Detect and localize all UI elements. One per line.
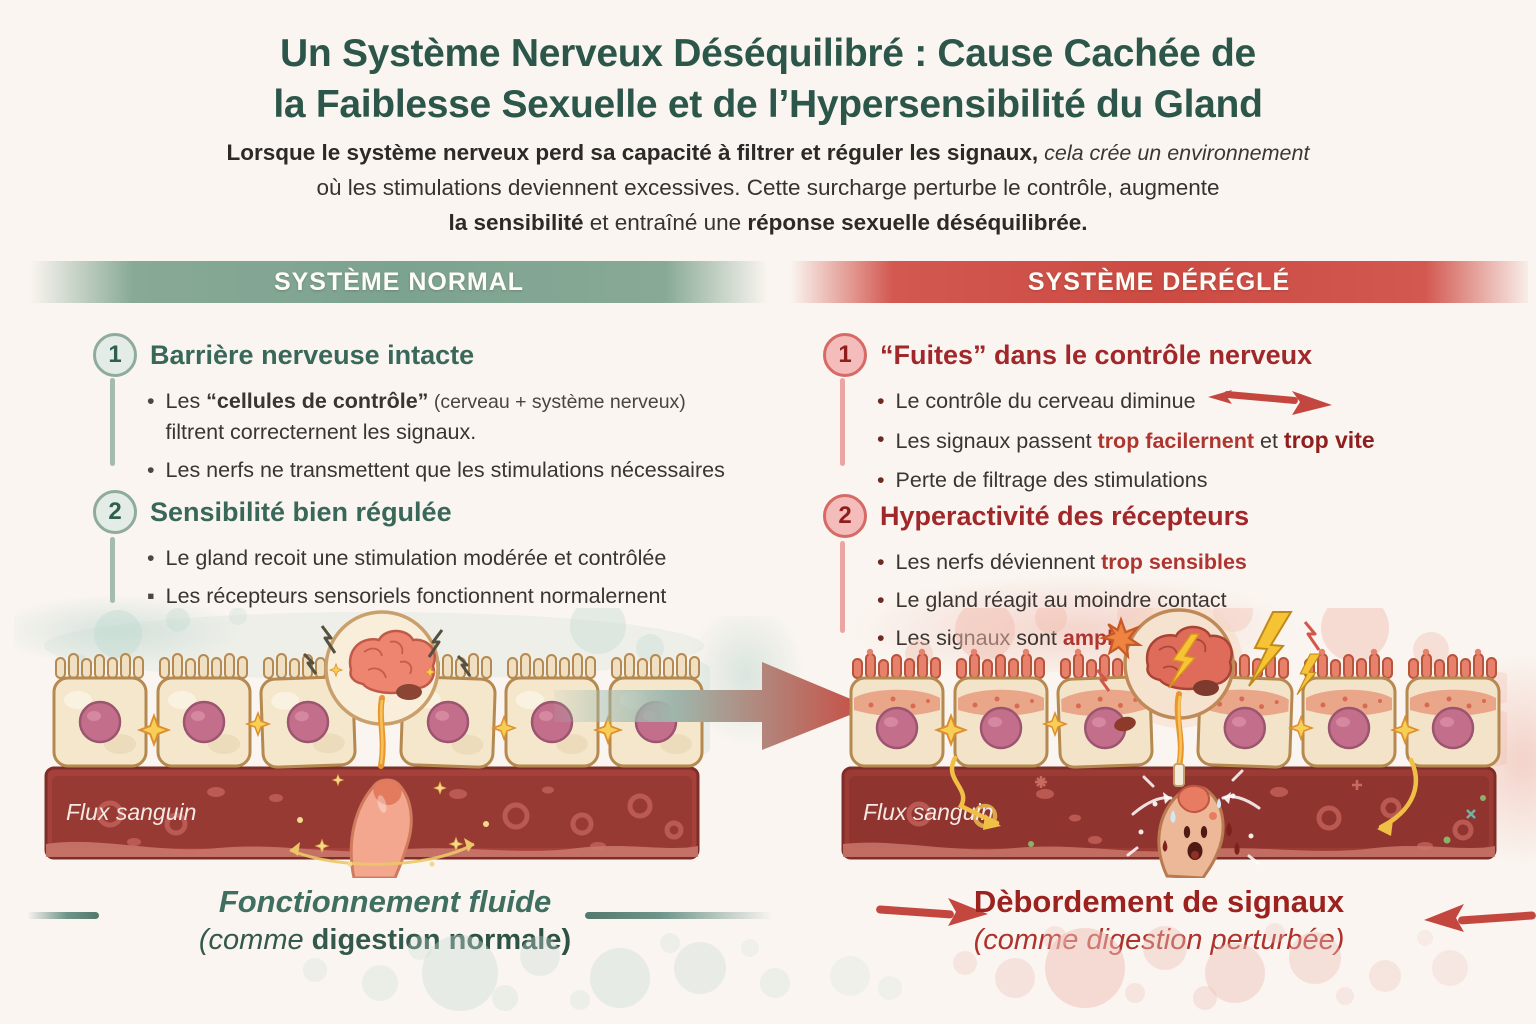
bullet-dot: • <box>877 467 885 492</box>
list-item: • Le contrôle du cerveau diminue <box>877 386 1503 417</box>
intro-line1: Lorsque le système nerveux perd sa capac… <box>226 140 1310 165</box>
list-item: •Les nerfs déviennent trop sensibles <box>877 547 1503 578</box>
bullet-dot: • <box>147 389 155 413</box>
bullet-dot: • <box>147 546 155 570</box>
column-header-normal: SYSTÈME NORMAL <box>30 261 768 303</box>
list-item: • Les nerfs ne transmettent que les stim… <box>147 455 743 486</box>
number-badge: 2 <box>823 494 867 538</box>
caption-line2: (comme digestion perturbée) <box>973 924 1345 956</box>
page-title: Un Système Nerveux Déséquilibré : Cause … <box>0 28 1536 131</box>
normal-illustration: Flux sanguin <box>44 608 710 878</box>
normal-section-2: 2 Sensibilité bien régulée •Le gland rec… <box>93 490 743 619</box>
distressed-gland-icon <box>1157 784 1240 878</box>
caption-dash-right <box>585 912 773 919</box>
divider-line <box>110 537 115 603</box>
caption-line1: Dèbordement de signaux <box>973 884 1345 919</box>
section-title: Hyperactivité des récepteurs <box>880 500 1250 531</box>
bullet-dot: • <box>147 458 155 483</box>
divider-line <box>840 541 845 633</box>
list-item: •Perte de filtrage des stimulations <box>877 465 1503 496</box>
number-badge: 1 <box>823 333 867 377</box>
section-title: Sensibilité bien régulée <box>150 496 452 527</box>
caption-line2: (comme digestion normale) <box>198 924 572 956</box>
intro-line3: la sensibilité et entraîné une réponse s… <box>448 209 1088 235</box>
gland-icon <box>349 778 413 878</box>
deregle-section-1: 1 “Fuites” dans le contrôle nerveux • Le… <box>823 333 1503 503</box>
bullet-dot: • <box>877 389 885 413</box>
bullet-dot: • <box>877 626 885 651</box>
column-header-deregle: SYSTÈME DÉRÉGLÉ <box>790 261 1528 303</box>
inward-arrow-left-icon <box>876 898 988 926</box>
number-badge: 1 <box>93 333 137 377</box>
list-item: • Les signaux passent trop facilernent e… <box>877 424 1503 457</box>
section-title: “Fuites” dans le contrôle nerveux <box>880 339 1313 370</box>
bullet-dot: • <box>877 588 885 613</box>
section-title: Barrière nerveuse intacte <box>150 339 475 370</box>
list-item: •Le gland recoit une stimulation modérée… <box>147 543 743 574</box>
deregle-caption: Dèbordement de signaux (comme digestion … <box>800 884 1518 957</box>
lightning-bolt-icon <box>302 625 472 677</box>
intro-line2: où les stimulations deviennent excessive… <box>316 174 1220 200</box>
bullet-dot: • <box>877 427 885 452</box>
caption-dash-left <box>27 912 99 919</box>
list-item: • Les “cellules de contrôle” (cerveau + … <box>147 386 743 448</box>
double-arrow-icon <box>1207 390 1332 415</box>
bullet-dot: ▪ <box>147 584 155 609</box>
bullet-dot: • <box>877 550 885 574</box>
divider-line <box>110 378 115 466</box>
caption-line1: Fonctionnement fluide <box>218 884 552 919</box>
glow-sparkles <box>289 774 489 867</box>
brain-icon <box>324 610 440 769</box>
title-line2: la Faiblesse Sexuelle et de l’Hypersensi… <box>273 83 1263 127</box>
flux-sanguin-label: Flux sanguin <box>66 799 196 825</box>
inward-arrow-right-icon <box>1424 904 1536 932</box>
title-line1: Un Système Nerveux Déséquilibré : Cause … <box>280 32 1256 75</box>
lightning-bolt-icon <box>1095 611 1321 696</box>
list-item: ▪Les récepteurs sensoriels fonctionnent … <box>147 581 743 612</box>
intro-text: Lorsque le système nerveux perd sa capac… <box>0 136 1536 241</box>
normal-caption: Fonctionnement fluide (comme digestion n… <box>30 884 740 957</box>
deregle-illustration: Flux sanguin <box>841 608 1507 878</box>
brain-overload-icon <box>1123 608 1235 787</box>
number-badge: 2 <box>93 490 137 534</box>
normal-section-1: 1 Barrière nerveuse intacte • Les “cellu… <box>93 333 743 494</box>
divider-line <box>840 378 845 466</box>
transition-arrow-icon <box>554 662 870 750</box>
